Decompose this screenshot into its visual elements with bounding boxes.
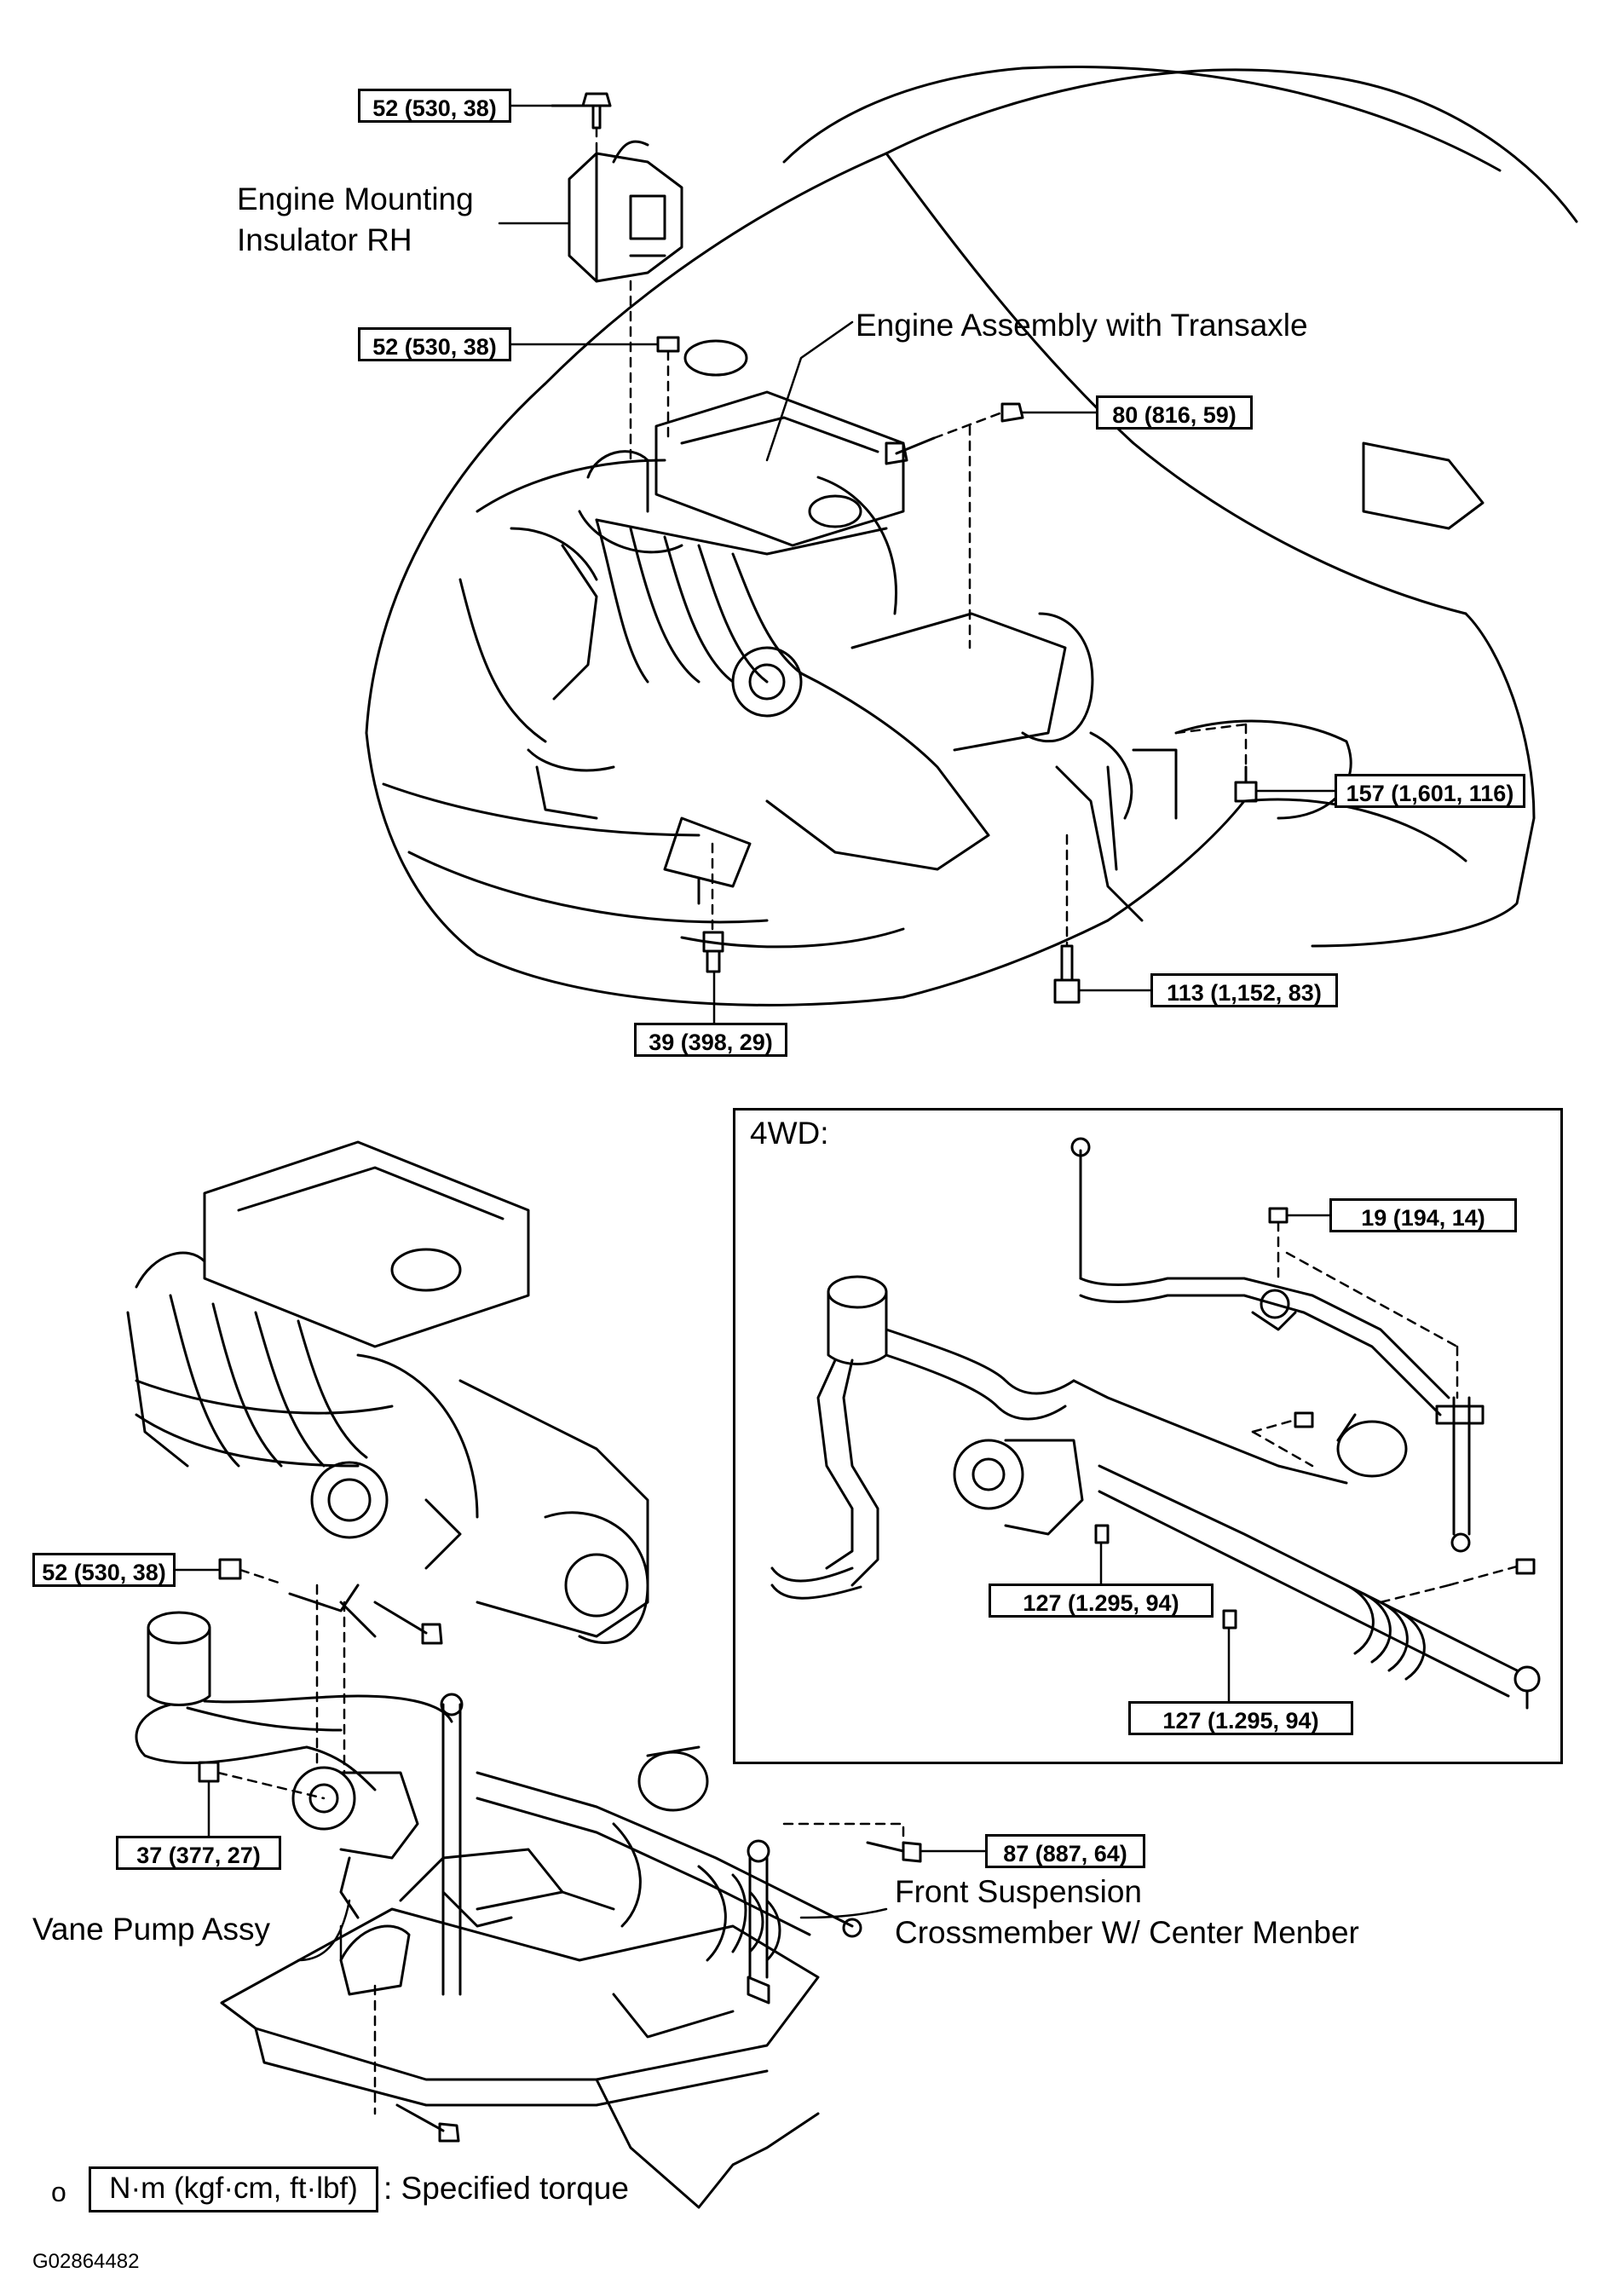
bolt-157-drawing <box>1234 765 1258 803</box>
torque-label-157: 157 (1,601, 116) <box>1335 774 1525 808</box>
engine-assembly-drawing <box>510 339 1178 922</box>
lower-bottom-bolt-drawing <box>395 2103 460 2143</box>
lower-leader-lines <box>174 1568 987 2115</box>
label-crossmember-1: Front Suspension <box>895 1874 1143 1909</box>
label-vane-pump: Vane Pump Assy <box>32 1912 271 1947</box>
torque-label-37: 37 (377, 27) <box>116 1836 281 1870</box>
crossmember-drawing <box>220 1848 820 2209</box>
torque-label-127-a: 127 (1.295, 94) <box>989 1584 1214 1618</box>
torque-label-39: 39 (398, 29) <box>634 1023 787 1057</box>
lower-reservoir-drawing <box>135 1611 453 1791</box>
label-engine-mount-1: Engine Mounting <box>237 182 474 216</box>
engine-mount-insulator-drawing <box>568 140 683 283</box>
lower-bolt-87-drawing <box>866 1841 922 1863</box>
lower-vane-pump-drawing <box>291 1766 419 1919</box>
label-engine-assembly: Engine Assembly with Transaxle <box>856 308 1308 343</box>
inset-title: 4WD: <box>750 1116 829 1151</box>
lower-steering-rack-drawing <box>440 1693 862 2005</box>
lower-long-bolt-drawing <box>373 1601 443 1645</box>
mount-nut-drawing <box>656 336 680 353</box>
figure-code: G02864482 <box>32 2250 140 2273</box>
torque-label-mount-bolt: 52 (530, 38) <box>358 89 511 123</box>
inset-leader-lines <box>1099 1214 1519 1703</box>
inset-4wd-frame <box>733 1108 1563 1764</box>
bolt-39-drawing <box>702 931 724 973</box>
mount-bolt-top-drawing <box>551 92 612 130</box>
bolt-113-drawing <box>1053 944 1081 1004</box>
lower-engine-drawing <box>126 1140 649 1644</box>
torque-label-19: 19 (194, 14) <box>1329 1198 1517 1232</box>
lower-bolt-37-drawing <box>198 1761 220 1783</box>
torque-label-87: 87 (887, 64) <box>985 1834 1145 1868</box>
torque-label-mount-nut: 52 (530, 38) <box>358 327 511 361</box>
torque-label-80: 80 (816, 59) <box>1096 395 1253 430</box>
lower-bolt-52-drawing <box>218 1558 242 1580</box>
upper-leader-lines <box>498 104 1336 1024</box>
legend-torque-unit-box: N·m (kgf·cm, ft·lbf) <box>89 2166 378 2212</box>
vehicle-body-outline <box>365 66 1578 1007</box>
torque-label-127-b: 127 (1.295, 94) <box>1128 1701 1353 1735</box>
torque-label-52-lower: 52 (530, 38) <box>32 1553 176 1587</box>
torque-label-113: 113 (1,152, 83) <box>1150 973 1338 1007</box>
label-crossmember-2: Crossmember W/ Center Menber <box>895 1915 1359 1950</box>
label-engine-mount-2: Insulator RH <box>237 222 412 257</box>
bolt-80-drawing <box>885 402 1024 465</box>
legend-description: : Specified torque <box>383 2171 629 2206</box>
legend-marker: o <box>51 2177 66 2207</box>
inset-4wd-drawing <box>770 1137 1541 1710</box>
